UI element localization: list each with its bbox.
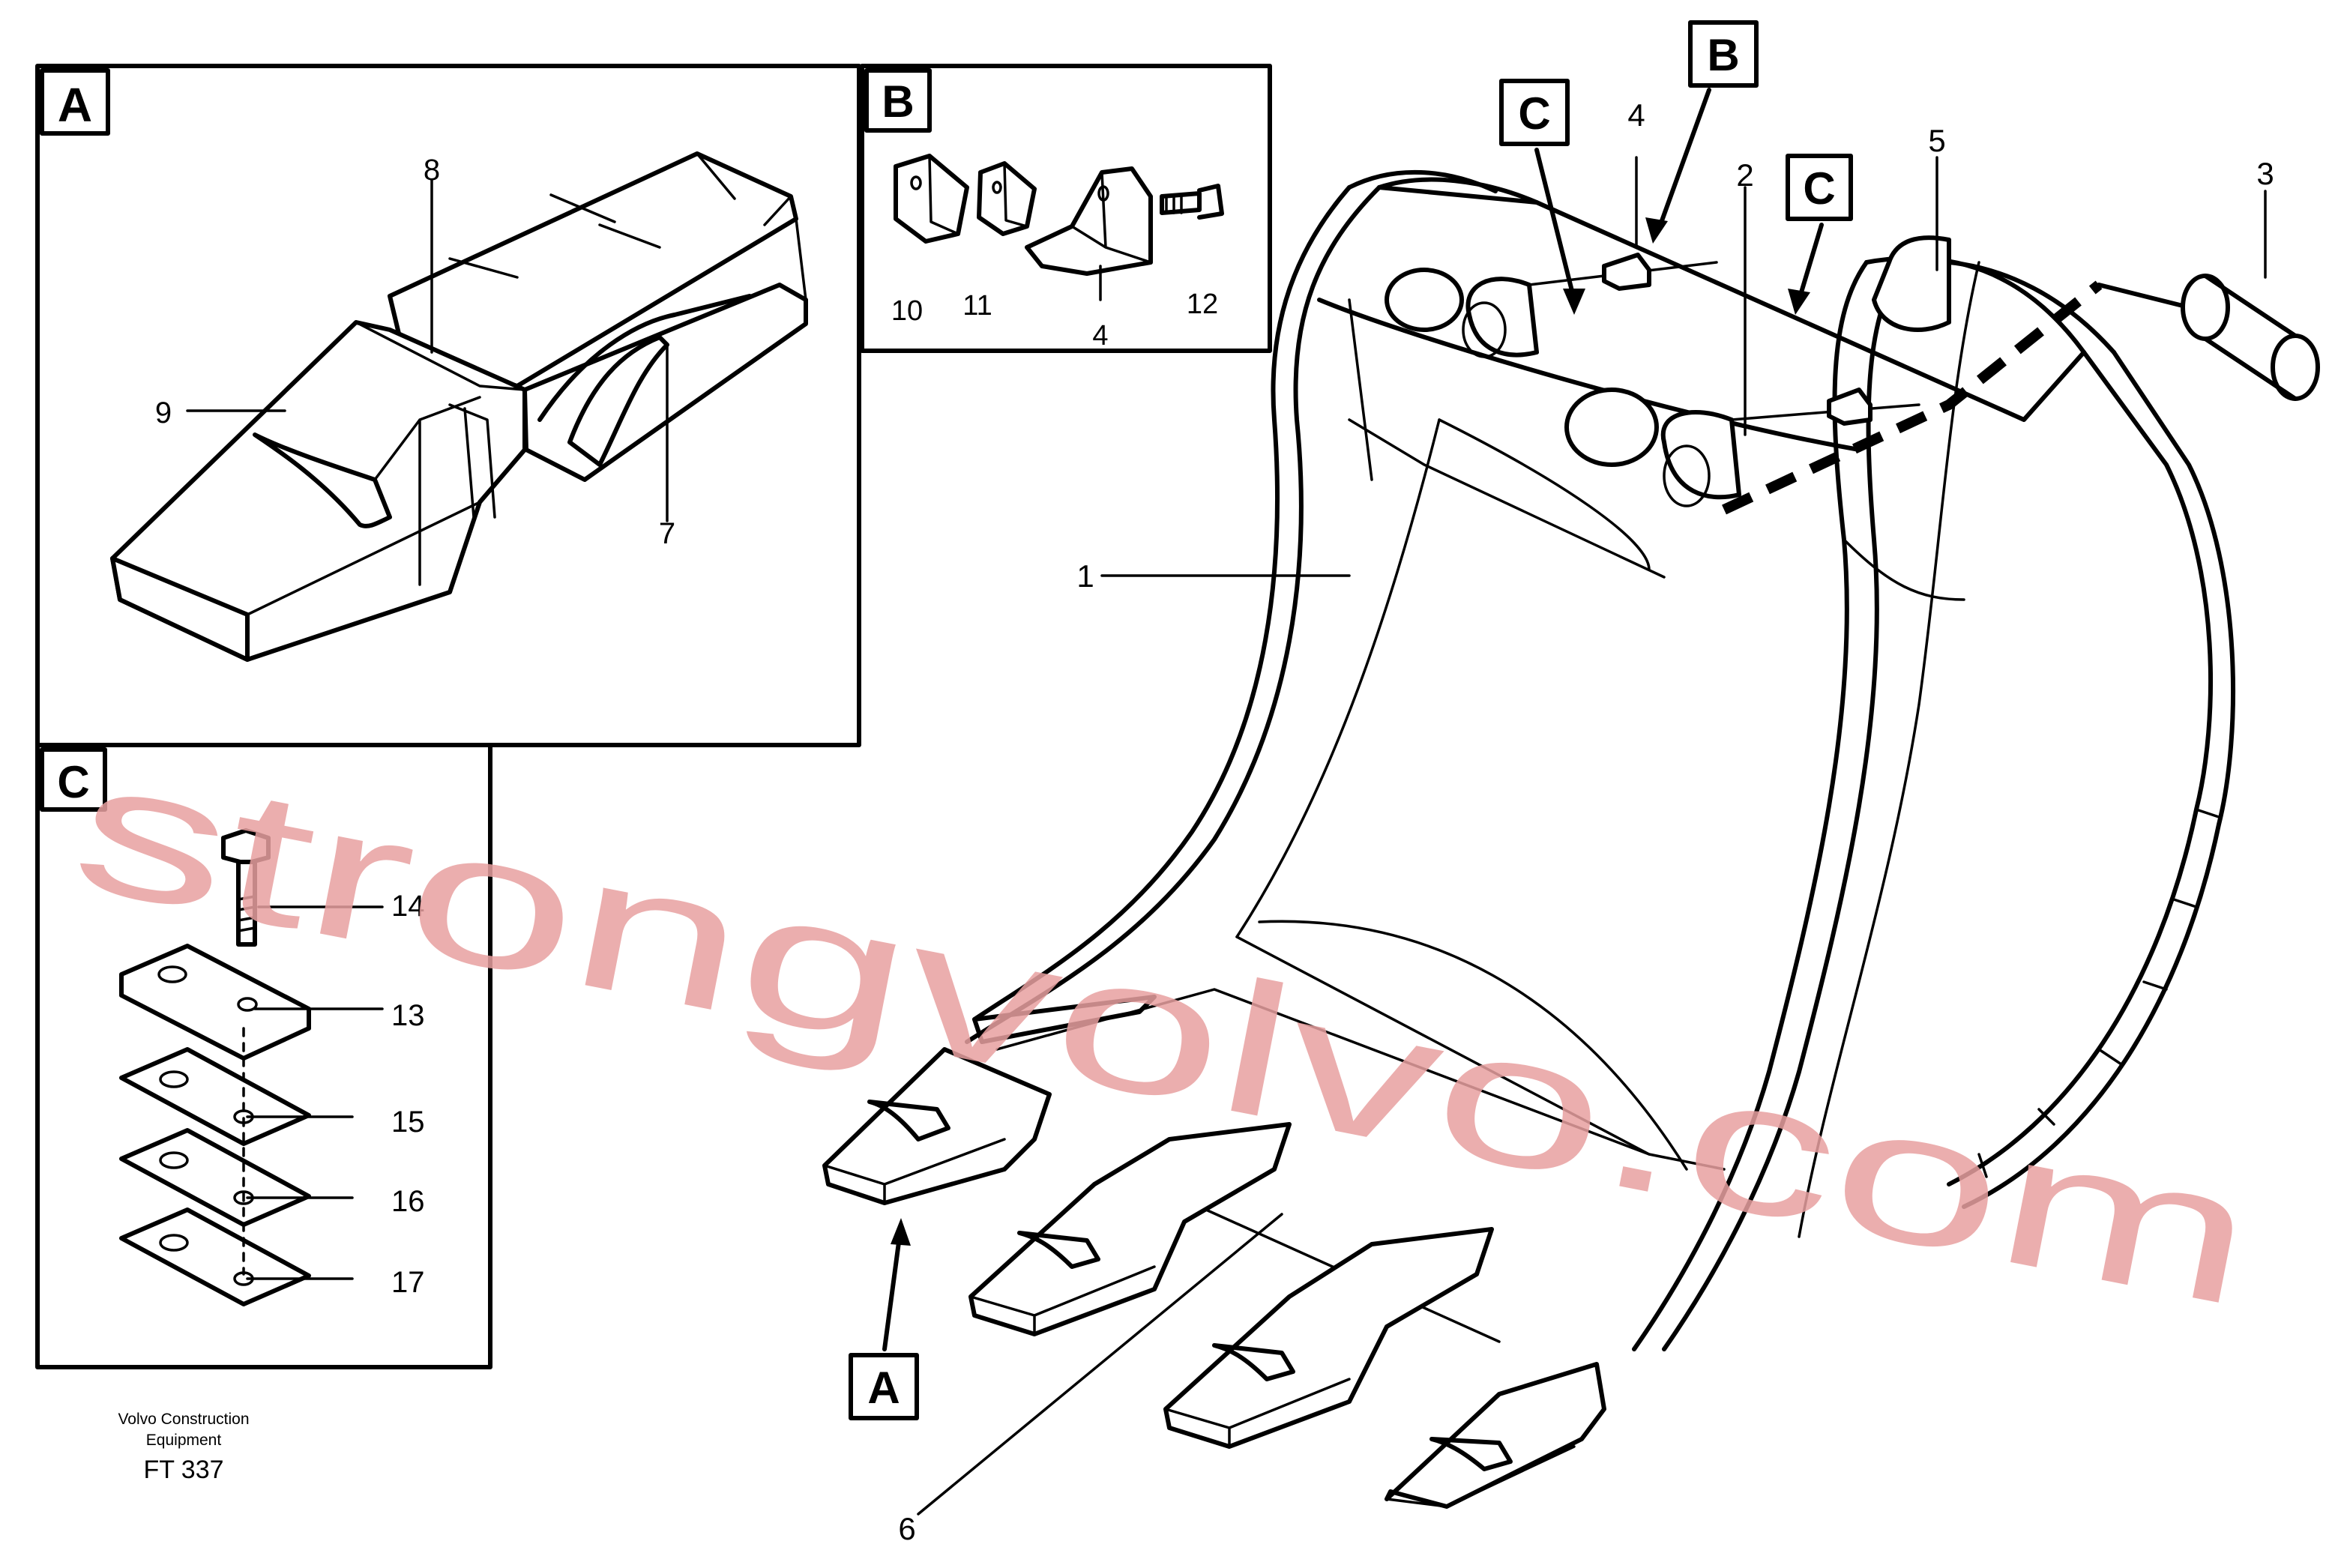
footer-code: FT 337 <box>143 1456 223 1484</box>
part-number-4-detail: 4 <box>1092 320 1108 352</box>
part-number-9: 9 <box>155 396 172 429</box>
main-leaders <box>917 156 2267 1516</box>
part-number-15: 15 <box>391 1106 425 1139</box>
tooth-2 <box>968 1122 1292 1336</box>
footer-line-1: Volvo Construction <box>118 1411 249 1428</box>
detail-a-leaders <box>186 178 669 522</box>
part-number-17: 17 <box>391 1266 425 1299</box>
callout-c-1: C <box>1499 79 1585 315</box>
detail-c-box: C <box>35 743 492 1369</box>
part-number-10: 10 <box>891 295 923 327</box>
part-number-7: 7 <box>659 517 675 550</box>
detail-c-label: C <box>57 757 89 807</box>
footer-line-2: Equipment <box>146 1432 222 1449</box>
footer: Volvo Construction Equipment FT 337 <box>118 1411 249 1484</box>
bucket-drawing <box>822 169 2320 1509</box>
detail-a-label: A <box>58 78 92 132</box>
part-number-12: 12 <box>1187 289 1218 320</box>
bolt-shims-drawing <box>119 828 311 1306</box>
tooth-1 <box>822 1047 1052 1205</box>
part-number-3: 3 <box>2256 156 2274 191</box>
callout-b-label: B <box>1707 30 1739 80</box>
part-number-16: 16 <box>391 1185 425 1218</box>
callout-a-label: A <box>867 1363 900 1413</box>
part-number-13: 13 <box>391 999 425 1032</box>
tooth-adapter-drawing <box>110 151 808 662</box>
tooth-3 <box>1163 1227 1494 1449</box>
callout-c-1-label: C <box>1518 88 1550 139</box>
tooth-4 <box>1385 1362 1606 1509</box>
part-number-1: 1 <box>1076 558 1094 594</box>
callout-c-2: C <box>1786 154 1853 315</box>
part-number-4-main: 4 <box>1627 97 1645 133</box>
detail-b-label: B <box>882 76 914 127</box>
callout-c-2-label: C <box>1803 163 1835 214</box>
part-number-11: 11 <box>962 290 992 322</box>
detail-b-box: B <box>860 64 1272 353</box>
part-number-2: 2 <box>1736 157 1753 193</box>
callout-b: B <box>1645 20 1759 244</box>
detail-c-leaders <box>246 905 384 1280</box>
callout-a: A <box>849 1218 919 1420</box>
part-number-8: 8 <box>424 154 440 187</box>
part-number-6: 6 <box>898 1511 915 1546</box>
part-number-5: 5 <box>1928 123 1945 158</box>
retainer-parts-drawing <box>894 154 1224 276</box>
part-number-14: 14 <box>391 890 425 923</box>
